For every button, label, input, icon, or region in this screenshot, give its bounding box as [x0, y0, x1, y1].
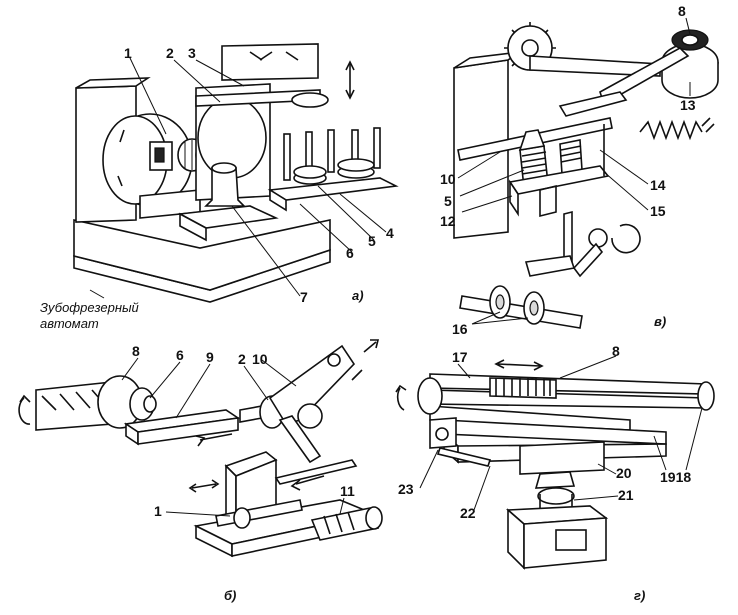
panel-g-label-17: 17 — [452, 349, 468, 365]
panel-a-label-5: 5 — [368, 233, 376, 249]
panel-b-label-9: 9 — [206, 349, 214, 365]
panel-v-caption: в) — [654, 314, 666, 329]
panel-a-label-3: 3 — [188, 45, 196, 61]
panel-b-label-2: 2 — [238, 351, 246, 367]
panel-a-caption: а) — [352, 288, 364, 303]
panel-b — [18, 339, 383, 558]
panel-g-label-1918: 1918 — [660, 469, 691, 485]
panel-g — [395, 355, 715, 570]
panel-g-label-21: 21 — [618, 487, 634, 503]
panel-a — [73, 43, 399, 303]
panel-v-label-8: 8 — [678, 3, 686, 19]
panel-g-label-20: 20 — [616, 465, 632, 481]
panel-g-caption: г) — [634, 588, 645, 603]
panel-v-label-15: 15 — [650, 203, 666, 219]
panel-v — [453, 17, 719, 329]
panel-b-caption: б) — [224, 588, 236, 603]
panel-b-label-10: 10 — [252, 351, 268, 367]
panel-b-label-11: 11 — [340, 483, 355, 499]
panel-v-label-12: 12 — [440, 213, 456, 229]
panel-a-label-4: 4 — [386, 225, 394, 241]
panel-a-label-2: 2 — [166, 45, 174, 61]
panel-v-label-16: 16 — [452, 321, 468, 337]
panel-b-label-8: 8 — [132, 343, 140, 359]
panel-b-label-6: 6 — [176, 347, 184, 363]
panel-v-label-14: 14 — [650, 177, 666, 193]
panel-g-label-23: 23 — [398, 481, 414, 497]
panel-g-label-22: 22 — [460, 505, 476, 521]
panel-a-label-6: 6 — [346, 245, 354, 261]
panel-v-label-10: 10 — [440, 171, 456, 187]
panel-b-label-1: 1 — [154, 503, 162, 519]
panel-a-label-7: 7 — [300, 289, 308, 305]
panel-v-label-13: 13 — [680, 97, 696, 113]
panel-v-label-5: 5 — [444, 193, 452, 209]
panel-a-note-line2: автомат — [40, 316, 99, 331]
panel-g-label-8: 8 — [612, 343, 620, 359]
panel-a-note-line1: Зубофрезерный — [40, 300, 139, 315]
panel-a-label-1: 1 — [124, 45, 132, 61]
